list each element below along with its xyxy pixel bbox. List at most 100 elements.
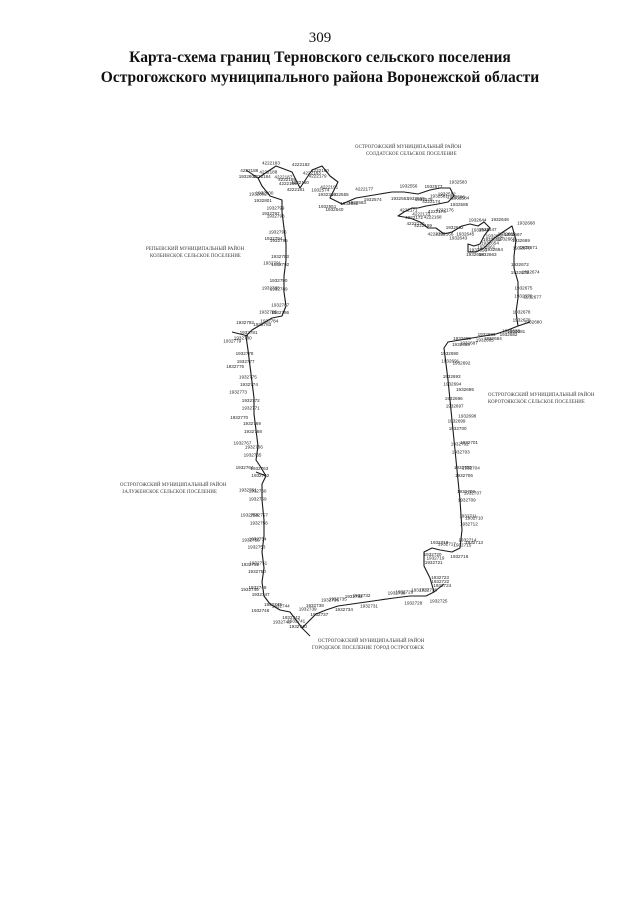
boundary-point-label: 1932748: [249, 585, 267, 590]
boundary-point-label: 1932802: [249, 191, 267, 196]
map-title: Карта-схема границ Терновского сельского…: [0, 48, 640, 88]
boundary-point-label: 1932706: [455, 473, 473, 478]
boundary-point-label: 1932721: [425, 560, 443, 565]
boundary-point-label: 1932789: [270, 286, 288, 291]
boundary-point-label: 1932686: [478, 332, 496, 337]
boundary-point-label: 1932675: [515, 286, 533, 291]
boundary-point-label: 1932703: [452, 449, 470, 454]
boundary-point-label: 4222176: [436, 208, 454, 213]
boundary-point-label: 1932729: [395, 589, 413, 594]
boundary-point-label: 1932714: [459, 538, 477, 543]
boundary-point-label: 4222169: [414, 223, 432, 228]
region-southwest-line-1: ОСТРОГОЖСКИЙ МУНИЦИПАЛЬНЫЙ РАЙОН: [120, 482, 227, 488]
boundary-point-label: 1932798: [267, 214, 285, 219]
boundary-point-label: 1932726: [419, 588, 437, 593]
region-west-line-1: РЕПЬЕВСКИЙ МУНИЦИПАЛЬНЫЙ РАЙОН: [146, 246, 245, 252]
boundary-point-label: 1932671: [520, 245, 538, 250]
boundary-point-label: 4222171: [400, 208, 418, 213]
boundary-point-label: 1932739: [299, 607, 317, 612]
boundary-point-label: 1932772: [242, 398, 260, 403]
boundary-point-label: 1932577: [425, 184, 443, 189]
boundary-point-label: 1932794: [265, 236, 283, 241]
boundary-point-label: 1932645: [456, 232, 474, 237]
boundary-point-label: 1932787: [271, 302, 289, 307]
boundary-tick-se: [433, 583, 445, 593]
boundary-point-label: 1932790: [270, 278, 288, 283]
region-east-line-2: КОРОТОЯКСКОЕ СЕЛЬСКОЕ ПОСЕЛЕНИЕ: [488, 400, 585, 405]
boundary-point-label: 4222177: [355, 187, 373, 192]
boundary-point-label: 1932782: [236, 320, 254, 325]
boundary-tick-e: [517, 321, 531, 327]
boundary-point-label: 1932774: [240, 382, 258, 387]
boundary-point-label: 4222182: [292, 162, 310, 167]
boundary-point-label: 1932694: [443, 381, 461, 386]
boundary-tick-s: [301, 627, 311, 637]
boundary-point-label: 4222172: [405, 215, 423, 220]
region-south-line-2: ГОРОДСКОЕ ПОСЕЛЕНИЕ ГОРОД ОСТРОГОЖСК: [312, 646, 425, 651]
boundary-point-label: 4222184: [253, 174, 271, 179]
boundary-point-label: 1932736: [321, 598, 339, 603]
boundary-point-label: 4222188: [259, 170, 277, 175]
boundary-tick-w: [231, 331, 249, 337]
boundary-point-label: 1932797: [262, 211, 280, 216]
region-north-line-1: ОСТРОГОЖСКИЙ МУНИЦИПАЛЬНЫЙ РАЙОН: [355, 144, 462, 150]
boundary-point-label: 4222175: [428, 209, 446, 214]
boundary-point-label: 1932698: [458, 414, 476, 419]
boundary-point-label: 1932786: [271, 310, 289, 315]
boundary-point-label: 1932712: [460, 522, 478, 527]
boundary-point-label: 1932719: [427, 556, 445, 561]
boundary-point-label: 4222190: [311, 168, 329, 173]
region-north-line-2: СОЛДАТСКОЕ СЕЛЬСКОЕ ПОСЕЛЕНИЕ: [366, 152, 457, 157]
boundary-point-label: 1932751: [249, 561, 267, 566]
boundary-point-label: 1932746: [251, 608, 269, 613]
boundary-point-label: 1932783: [253, 322, 271, 327]
region-west-line-2: КОЛБИНСКОЕ СЕЛЬСКОЕ ПОСЕЛЕНИЕ: [150, 254, 241, 259]
boundary-point-label: 1932689: [453, 336, 471, 341]
boundary-point-label: 1932770: [230, 415, 248, 420]
boundary-point-label: 1932584: [451, 195, 469, 200]
boundary-point-label: 1932555: [331, 192, 349, 197]
boundary-point-label: 1932540: [326, 207, 344, 212]
region-southwest-line-2: ЗАЛУЖЕНСКОЕ СЕЛЬСКОЕ ПОСЕЛЕНИЕ: [122, 490, 217, 495]
boundary-point-label: 1932672: [511, 262, 529, 267]
boundary-point-label: 1932715: [453, 543, 471, 548]
boundary-point-label: 4222168: [424, 215, 442, 220]
boundary-point-label: 1932753: [248, 545, 266, 550]
boundary-point-label: 1932765: [244, 453, 262, 458]
boundary-point-label: 1932582: [438, 192, 456, 197]
boundary-point-labels: 4222188422218442221884222183422218742221…: [223, 161, 542, 629]
boundary-point-label: 1932707: [464, 490, 482, 495]
boundary-point-label: 1932717: [438, 542, 456, 547]
boundary-point-label: 1932779: [223, 339, 241, 344]
boundary-point-label: 1932574: [364, 197, 382, 202]
boundary-point-label: 1932574: [311, 188, 329, 193]
boundary-point-label: 1932676: [514, 294, 532, 299]
boundary-point-label: 1932556: [400, 184, 418, 189]
region-south-line-1: ОСТРОГОЖСКИЙ МУНИЦИПАЛЬНЫЙ РАЙОН: [318, 638, 425, 644]
boundary-point-label: 1932768: [244, 429, 262, 434]
boundary-point-label: 1932647: [479, 227, 497, 232]
boundary-point-label: 1932693: [443, 374, 461, 379]
boundary-point-label: 1932680: [524, 319, 542, 324]
boundary-point-label: 1932667: [504, 232, 522, 237]
boundary-point-label: 1932785: [259, 310, 277, 315]
boundary-point-label: 1932716: [450, 554, 468, 559]
boundary-point-label: 1932669: [512, 238, 530, 243]
boundary-point-label: 4222173: [412, 211, 430, 216]
boundary-tick-nw: [245, 169, 259, 179]
boundary-point-label: 1932803: [239, 174, 257, 179]
boundary-point-label: 1932685: [476, 338, 494, 343]
region-label-west: РЕПЬЕВСКИЙ МУНИЦИПАЛЬНЫЙ РАЙОН КОЛБИНСКО…: [146, 246, 245, 259]
boundary-point-label: 1932666: [497, 237, 515, 242]
boundary-point-label: 1932732: [353, 593, 371, 598]
region-label-north: ОСТРОГОЖСКИЙ МУНИЦИПАЛЬНЫЙ РАЙОН СОЛДАТС…: [355, 144, 462, 157]
boundary-point-label: 1932688: [452, 342, 470, 347]
boundary-point-label: 1932730: [388, 591, 406, 596]
boundary-point-label: 1932764: [236, 465, 254, 470]
boundary-point-label: 4222183: [262, 161, 280, 166]
boundary-point-label: 1932696: [445, 396, 463, 401]
boundary-point-label: 1932569: [407, 196, 425, 201]
boundary-point-label: 1932755: [242, 538, 260, 543]
boundary-point-label: 1932699: [448, 419, 466, 424]
